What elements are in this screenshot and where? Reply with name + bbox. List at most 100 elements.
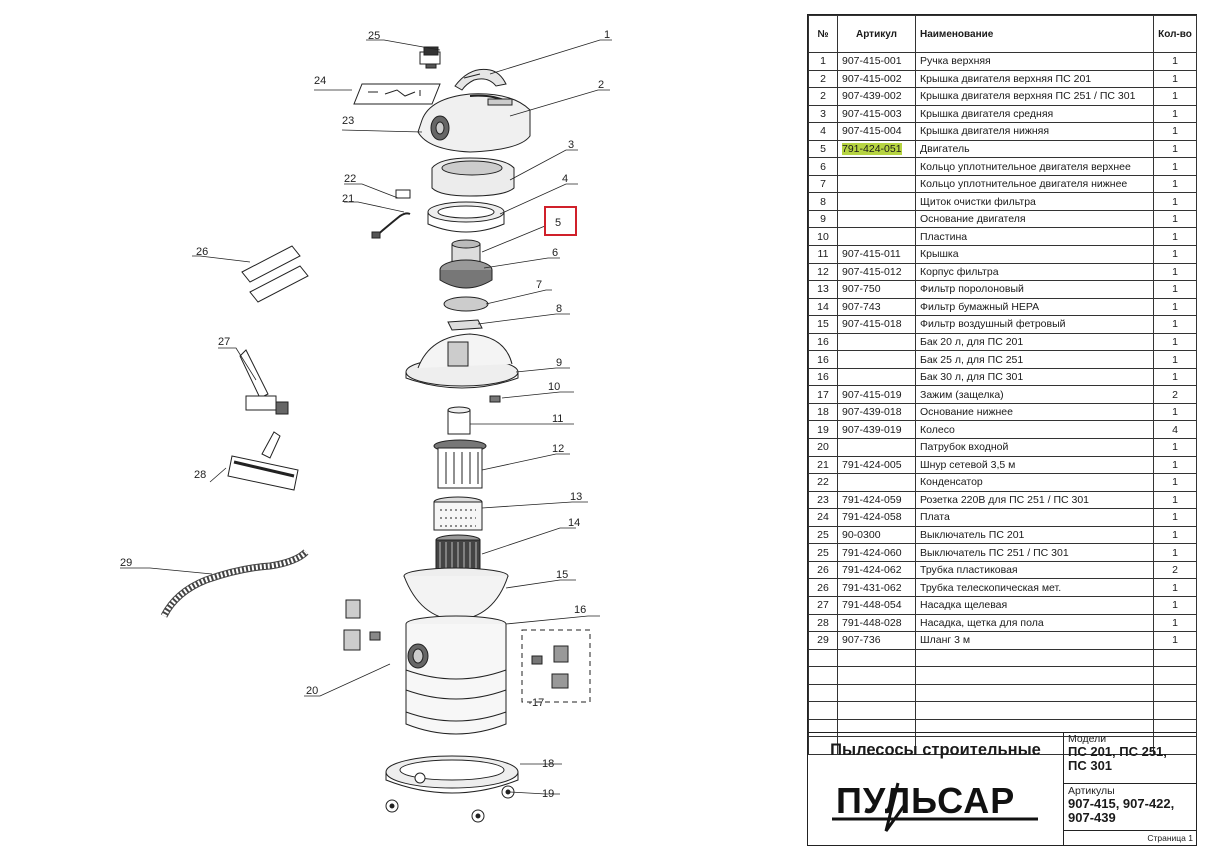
cell-num: 25 — [808, 543, 838, 562]
cell-qty: 1 — [1153, 315, 1197, 334]
empty-table-row — [808, 648, 1197, 668]
board-part — [353, 83, 441, 105]
callout-7: 7 — [536, 279, 542, 291]
models-line-1: ПС 201, ПС 251, — [1068, 744, 1167, 759]
cell-num: 25 — [808, 525, 838, 545]
cell-name: Зажим (защелка) — [915, 385, 1154, 404]
callout-19: 19 — [542, 788, 554, 800]
cell-qty: 1 — [1153, 490, 1197, 510]
foam-filter-part — [433, 496, 483, 531]
article-text: 791-424-051 — [842, 143, 902, 155]
callout-27: 27 — [218, 336, 230, 348]
cell-qty: 4 — [1153, 420, 1197, 440]
document-title: Пылесосы строительные — [830, 741, 1041, 759]
empty-cell — [915, 701, 1154, 720]
filter-shield-part — [447, 319, 483, 331]
cell-article: 907-415-003 — [837, 104, 916, 124]
tubes-part — [241, 245, 309, 303]
cell-name: Патрубок входной — [915, 438, 1154, 457]
callout-12: 12 — [552, 443, 564, 455]
cell-article: 907-415-018 — [837, 315, 916, 334]
cell-name: Крышка двигателя верхняя ПС 251 / ПС 301 — [915, 87, 1154, 106]
articles-line-1: 907-415, 907-422, — [1068, 796, 1175, 811]
models-box: Модели ПС 201, ПС 251, ПС 301 — [1064, 733, 1196, 784]
header-qty: Кол-во — [1153, 15, 1197, 53]
filter-housing-part — [433, 439, 487, 489]
cell-qty: 1 — [1153, 297, 1197, 317]
cell-name: Конденсатор — [915, 473, 1154, 492]
cell-article: 907-736 — [837, 631, 916, 650]
callout-15: 15 — [556, 569, 568, 581]
callout-10: 10 — [548, 381, 560, 393]
cell-num: 22 — [808, 473, 838, 492]
header-name: Наименование — [915, 15, 1154, 53]
cell-name: Пластина — [915, 227, 1154, 247]
cell-qty: 1 — [1153, 525, 1197, 545]
cell-qty: 1 — [1153, 227, 1197, 247]
empty-table-row — [808, 736, 1197, 755]
empty-cell — [808, 648, 838, 668]
article-text: 907-415-004 — [842, 125, 902, 138]
empty-cell — [808, 666, 838, 685]
article-text: 907-750 — [842, 283, 881, 296]
callout-5: 5 — [555, 217, 561, 229]
cell-article — [837, 174, 916, 194]
empty-cell — [837, 648, 916, 668]
article-text: 907-415-002 — [842, 72, 902, 85]
cell-name: Крышка двигателя нижняя — [915, 122, 1154, 141]
cell-qty: 1 — [1153, 122, 1197, 141]
articles-label: Артикулы — [1068, 785, 1115, 797]
empty-cell — [1153, 666, 1197, 685]
article-text: 907-415-012 — [842, 265, 902, 278]
cell-article: 791-448-028 — [837, 613, 916, 633]
empty-cell — [808, 701, 838, 720]
callout-21: 21 — [342, 193, 354, 205]
cell-num: 2 — [808, 87, 838, 106]
cell-name: Шнур сетевой 3,5 м — [915, 455, 1154, 475]
article-text: 907-415-019 — [842, 388, 902, 401]
cell-qty: 2 — [1153, 560, 1197, 580]
cell-num: 2 — [808, 69, 838, 89]
cell-article: 90-0300 — [837, 525, 916, 545]
cell-num: 5 — [808, 139, 838, 159]
cell-qty: 1 — [1153, 192, 1197, 211]
cell-qty: 1 — [1153, 262, 1197, 282]
cell-num: 28 — [808, 613, 838, 633]
cell-article — [837, 157, 916, 176]
cell-name: Фильтр поролоновый — [915, 280, 1154, 299]
cell-article: 791-424-051 — [837, 139, 916, 159]
cell-article: 907-743 — [837, 297, 916, 317]
article-text: 907-415-018 — [842, 318, 902, 331]
empty-cell — [808, 683, 838, 703]
cell-qty: 1 — [1153, 402, 1197, 422]
cell-name: Насадка, щетка для пола — [915, 613, 1154, 633]
cell-num: 6 — [808, 157, 838, 176]
callout-22: 22 — [344, 173, 356, 185]
switch-part — [419, 46, 441, 69]
article-text: 907-439-019 — [842, 423, 902, 436]
cell-qty: 1 — [1153, 332, 1197, 352]
plate-part — [489, 395, 501, 403]
callout-29: 29 — [120, 557, 132, 569]
cell-num: 8 — [808, 192, 838, 211]
cell-name: Выключатель ПС 251 / ПС 301 — [915, 543, 1154, 562]
motor-base-part — [405, 333, 519, 389]
cell-num: 26 — [808, 560, 838, 580]
callout-17: 17 — [532, 697, 544, 709]
cell-article: 791-424-059 — [837, 490, 916, 510]
cell-article: 907-415-004 — [837, 122, 916, 141]
article-text: 791-448-028 — [842, 616, 902, 629]
cell-article: 907-439-002 — [837, 87, 916, 106]
inlet-part — [343, 599, 381, 651]
title-block-right: Модели ПС 201, ПС 251, ПС 301 Артикулы 9… — [1064, 733, 1196, 845]
cell-qty: 1 — [1153, 104, 1197, 124]
cell-num: 14 — [808, 297, 838, 317]
